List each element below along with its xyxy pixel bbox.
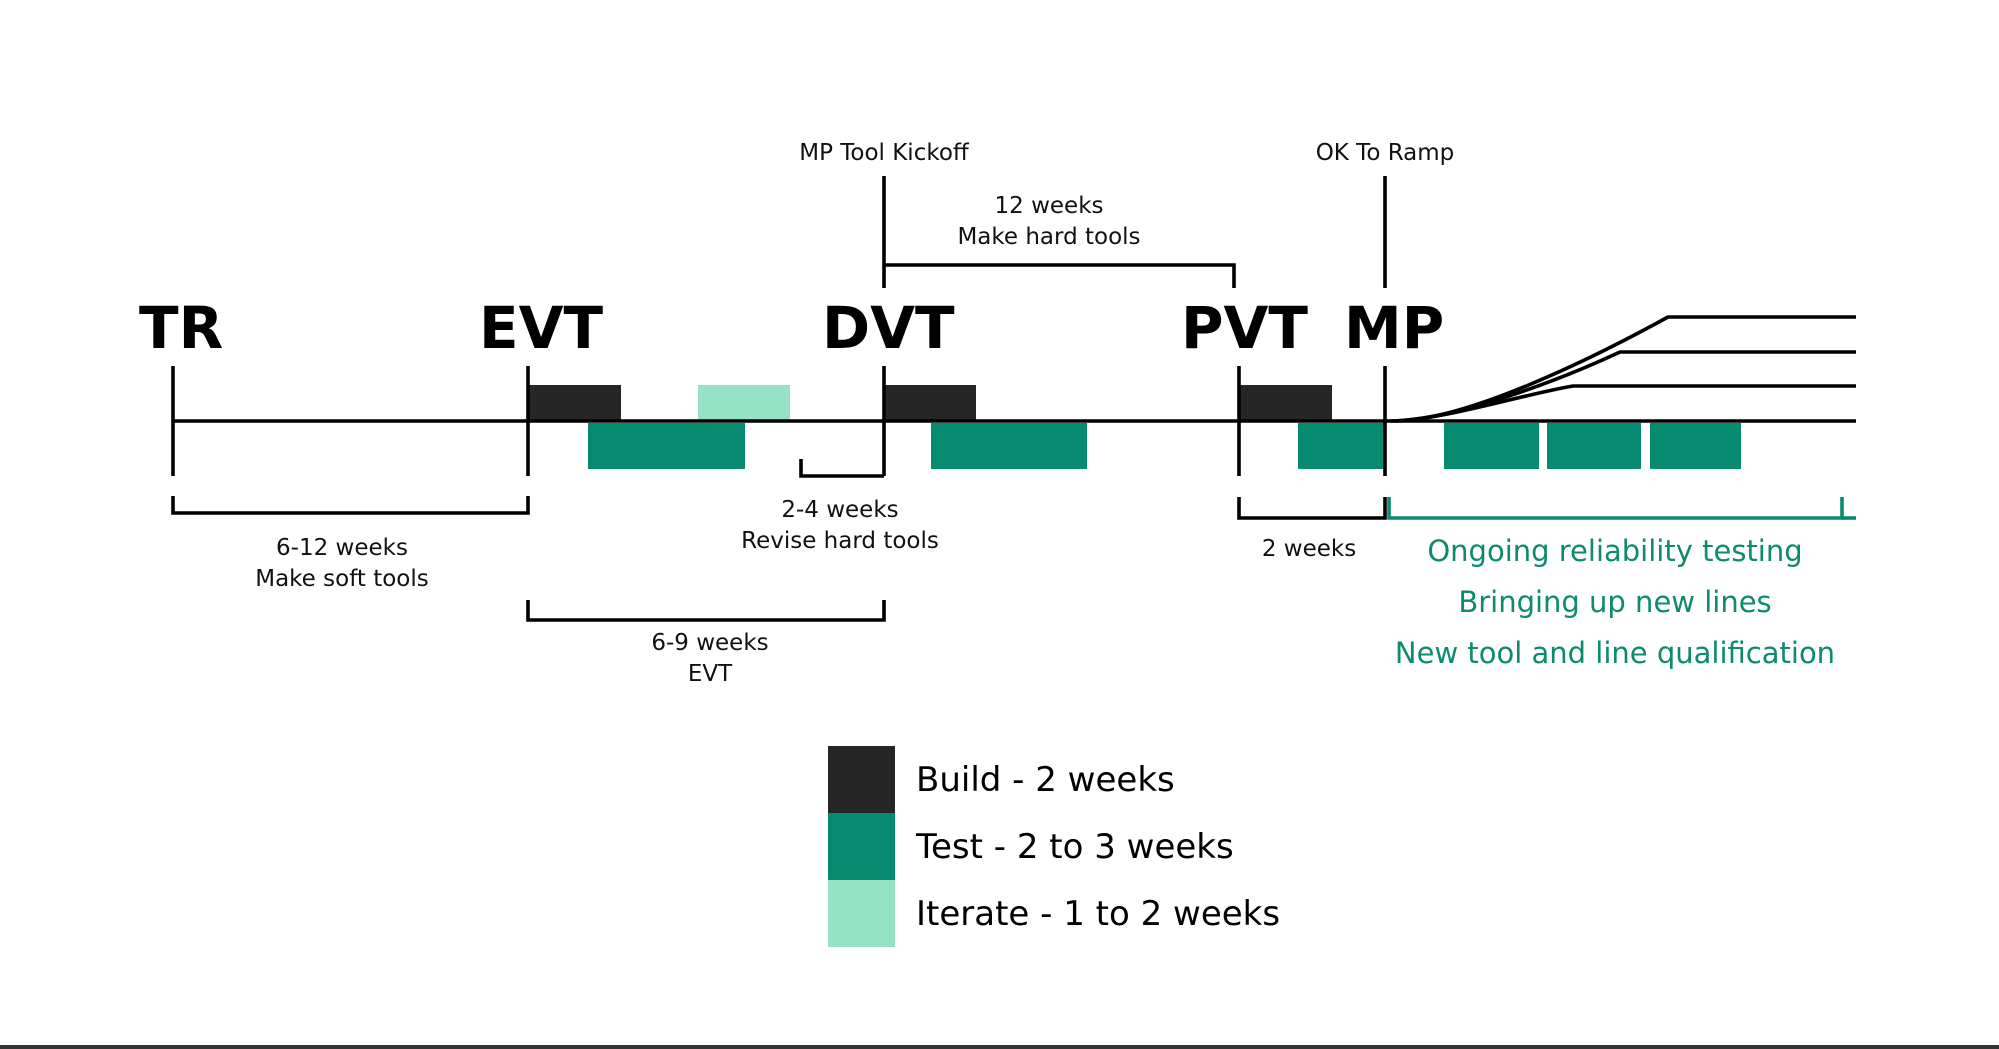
test-bar-pvt (1298, 423, 1385, 469)
mp-tool-kickoff-label: MP Tool Kickoff (799, 140, 970, 166)
ongoing-item-2: Bringing up new lines (1458, 585, 1771, 619)
build-bar-dvt (884, 385, 976, 421)
iterate-bar-evt (698, 385, 790, 421)
pvt-duration: 2 weeks (1262, 536, 1356, 562)
test-bar-evt (588, 423, 745, 469)
legend-swatch-test (828, 813, 895, 880)
legend-swatch-build (828, 746, 895, 813)
evt-duration: 6-9 weeks (651, 630, 768, 656)
hard-tools-label: Make hard tools (957, 224, 1140, 250)
ok-to-ramp-label: OK To Ramp (1316, 140, 1455, 166)
ongoing-bracket (1387, 497, 1844, 520)
hard-tools-bracket (884, 263, 1236, 288)
legend-label-iterate: Iterate - 1 to 2 weeks (916, 894, 1280, 934)
soft-tools-duration: 6-12 weeks (276, 535, 408, 561)
revise-bracket (799, 459, 884, 478)
build-bar-evt (528, 385, 621, 421)
revise-duration: 2-4 weeks (781, 497, 898, 523)
soft-tools-bracket (171, 496, 530, 515)
revise-label: Revise hard tools (741, 528, 939, 554)
hard-tools-duration: 12 weeks (995, 193, 1104, 219)
legend: Build - 2 weeks Test - 2 to 3 weeks Iter… (828, 746, 1280, 947)
pvt-bracket (1237, 497, 1387, 520)
milestone-pvt-label: PVT (1181, 294, 1308, 362)
milestone-evt-label: EVT (479, 294, 604, 362)
ramp-line-1 (1389, 384, 1856, 423)
evt-label: EVT (688, 661, 733, 687)
milestone-dvt-label: DVT (822, 294, 955, 362)
test-bar-mp-1 (1444, 423, 1539, 469)
bottom-border (0, 1045, 1999, 1049)
legend-label-test: Test - 2 to 3 weeks (915, 827, 1234, 867)
test-bar-mp-3 (1650, 423, 1741, 469)
legend-swatch-iterate (828, 880, 895, 947)
legend-label-build: Build - 2 weeks (916, 760, 1175, 800)
build-bar-pvt (1239, 385, 1332, 421)
milestone-tr-label: TR (139, 294, 223, 362)
ongoing-item-1: Ongoing reliability testing (1427, 534, 1802, 568)
soft-tools-label: Make soft tools (255, 566, 429, 592)
ongoing-item-3: New tool and line qualification (1395, 636, 1835, 670)
milestone-mp-label: MP (1344, 294, 1444, 362)
test-bar-mp-2 (1547, 423, 1641, 469)
ramp-line-3 (1399, 315, 1856, 423)
evt-bracket (526, 600, 886, 622)
test-bar-dvt (931, 423, 1087, 469)
